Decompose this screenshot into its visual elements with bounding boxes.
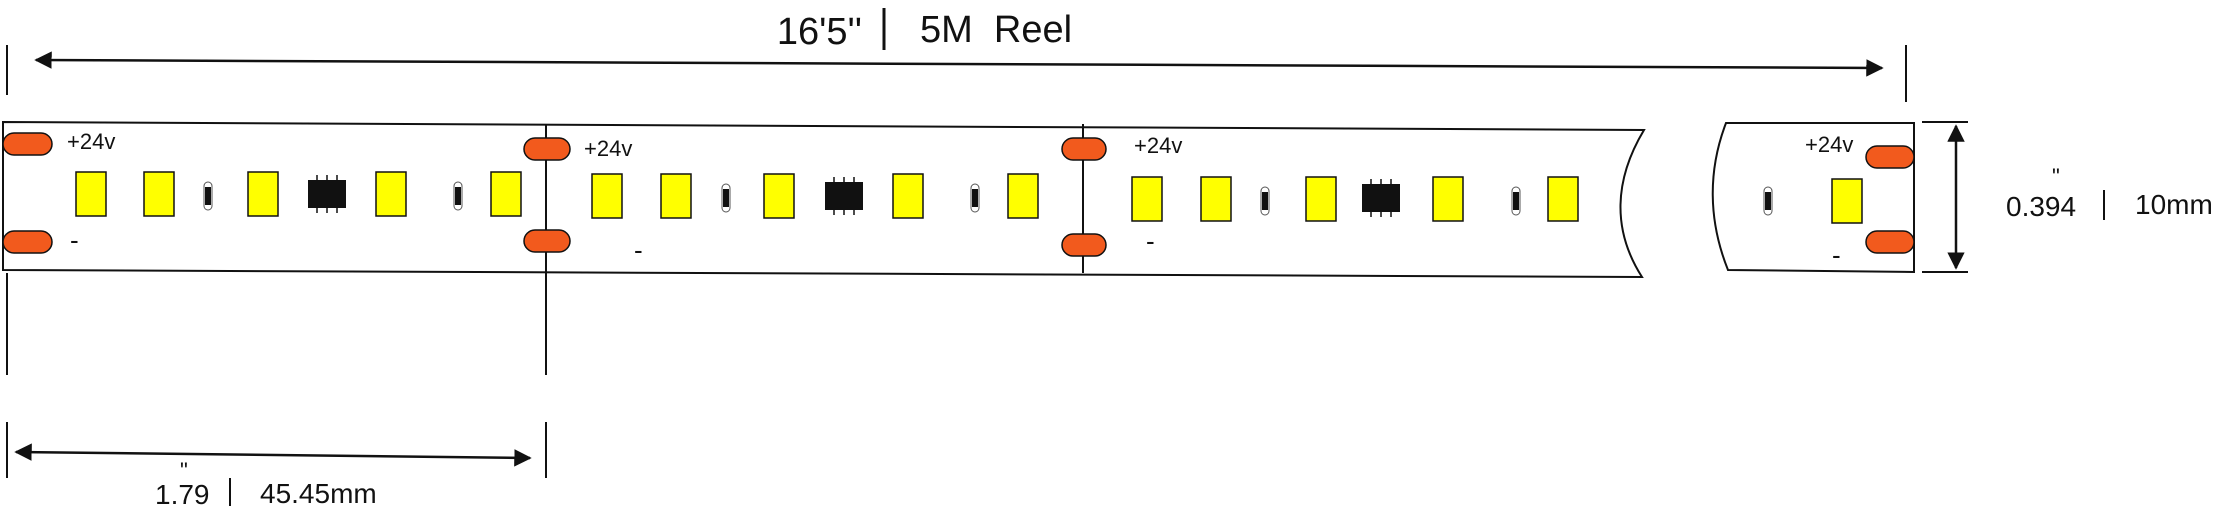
solder-pad-icon [1865, 145, 1915, 169]
smd-led-icon [1831, 178, 1863, 224]
solder-pad-icon [2, 230, 53, 254]
solder-pad-icon [1865, 230, 1915, 254]
length-metric-label: 5M Reel [920, 9, 1072, 51]
resistor-icon [453, 181, 463, 211]
negative-terminal-label: - [70, 225, 79, 255]
positive-terminal-label: +24v [1805, 132, 1853, 157]
smd-led-icon [660, 173, 692, 219]
smd-led-icon [375, 171, 407, 217]
resistor-icon [203, 181, 213, 211]
smd-led-icon [1007, 173, 1039, 219]
length-imperial-label: 16'5'' [777, 11, 862, 53]
segment-imperial-label: 1.79 [155, 479, 210, 510]
negative-terminal-label: - [1832, 240, 1841, 270]
resistor-icon [1260, 186, 1270, 216]
smd-led-icon [892, 173, 924, 219]
resistor-icon [1511, 186, 1521, 216]
inch-mark: " [2052, 164, 2060, 189]
smd-led-icon [1200, 176, 1232, 222]
led-strip-main: +24v - +24v - +24v - [1, 120, 1646, 375]
resistor-icon [721, 183, 731, 213]
width-dimension: 0.394 " 10mm [1922, 121, 2213, 273]
inch-mark: " [180, 458, 188, 483]
smd-led-icon [247, 171, 279, 217]
positive-terminal-label: +24v [584, 136, 632, 161]
solder-pad-icon [523, 229, 571, 253]
solder-pad-icon [2, 132, 53, 156]
smd-led-icon [1432, 176, 1464, 222]
ic-chip-icon [825, 177, 863, 215]
ic-chip-icon [308, 175, 346, 213]
strip-end-components [1763, 145, 1915, 254]
smd-led-icon [143, 171, 175, 217]
smd-led-icon [1305, 176, 1337, 222]
solder-pad-icon [1061, 137, 1107, 161]
length-arrow-icon [34, 51, 1884, 77]
strip-components [2, 132, 1579, 257]
resistor-icon [1763, 186, 1773, 216]
smd-led-icon [591, 173, 623, 219]
width-imperial-label: 0.394 [2006, 191, 2076, 222]
negative-terminal-label: - [634, 235, 643, 265]
segment-metric-label: 45.45mm [260, 478, 377, 509]
led-strip-end: +24v - [1711, 122, 1915, 274]
solder-pad-icon [523, 137, 571, 161]
smd-led-icon [763, 173, 795, 219]
width-metric-label: 10mm [2135, 189, 2213, 220]
smd-led-icon [75, 171, 107, 217]
segment-arrow-icon [14, 443, 532, 467]
resistor-icon [970, 183, 980, 213]
smd-led-icon [490, 171, 522, 217]
positive-terminal-label: +24v [1134, 133, 1182, 158]
negative-terminal-label: - [1146, 226, 1155, 256]
ic-chip-icon [1362, 179, 1400, 217]
length-dimension: 16'5'' 5M Reel [6, 8, 1907, 102]
solder-pad-icon [1061, 233, 1107, 257]
positive-terminal-label: +24v [67, 129, 115, 154]
smd-led-icon [1547, 176, 1579, 222]
smd-led-icon [1131, 176, 1163, 222]
segment-dimension: 1.79 " 45.45mm [6, 273, 547, 510]
